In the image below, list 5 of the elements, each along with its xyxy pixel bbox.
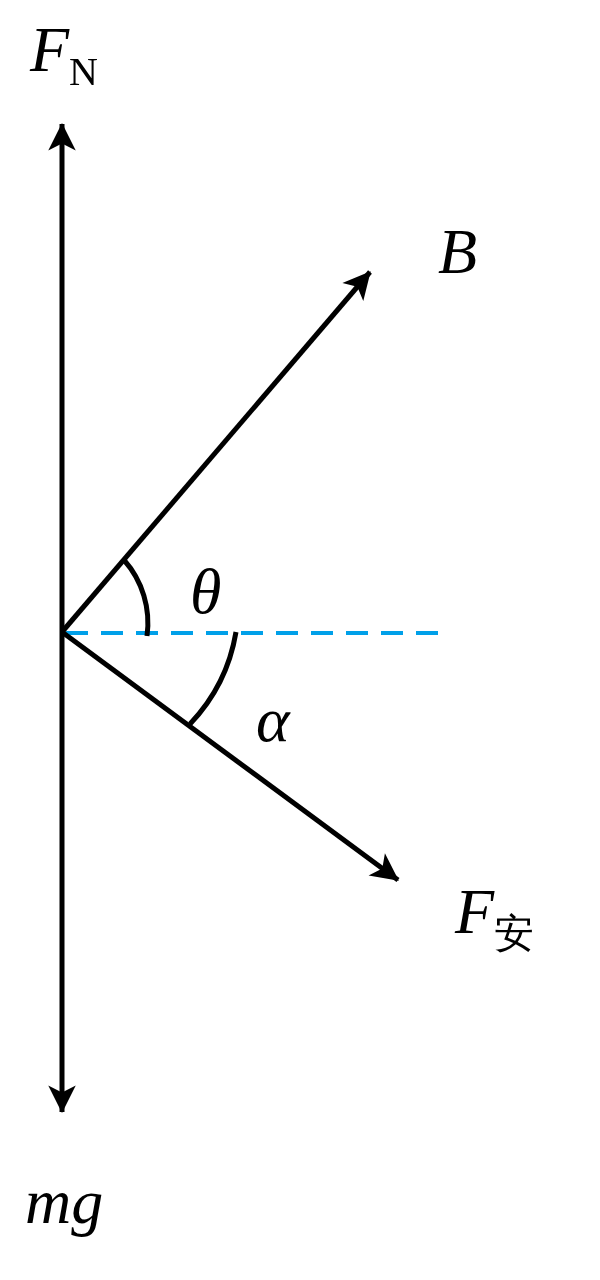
field-label: B [438,220,478,284]
force-label: F$_{N}$ [30,18,98,92]
force-label: F$_{安}$ [455,880,535,954]
angle-label: α [256,688,290,752]
angle-label: θ [190,560,222,624]
